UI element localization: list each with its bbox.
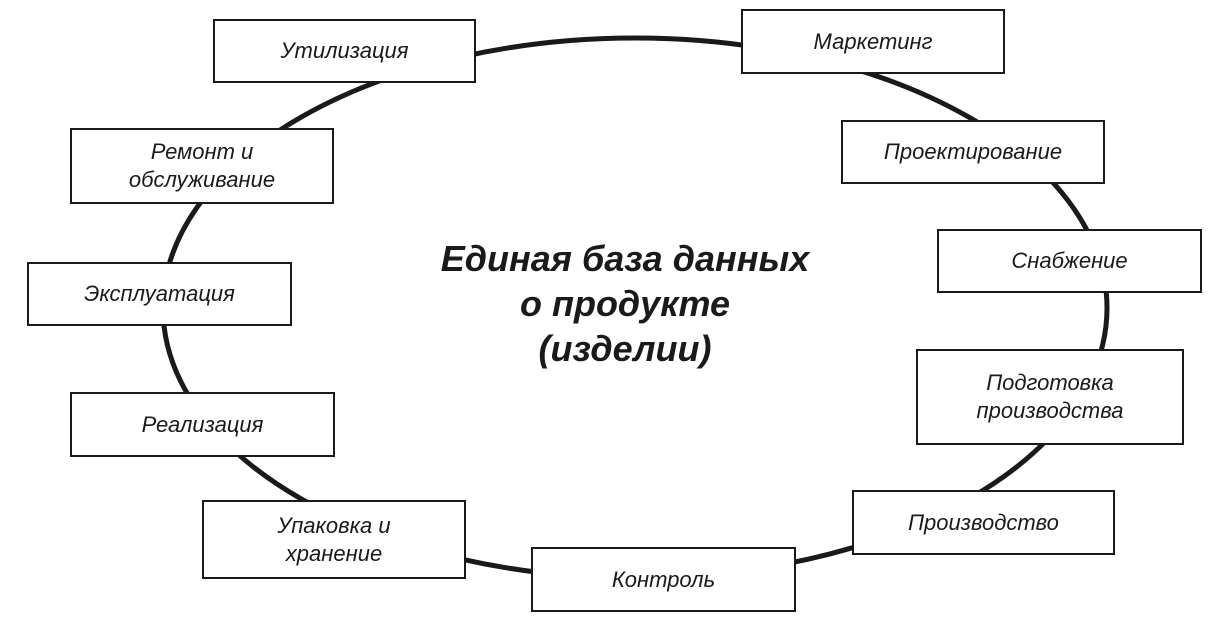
center-title: Единая база данных о продукте (изделии) [405,236,845,371]
stage-label: Снабжение [1011,248,1128,273]
stage-label-line-1: Ремонт и [150,139,254,164]
stage-label: Реализация [141,411,264,437]
center-title-line-1: Единая база данных [440,238,810,279]
stage-label: Эксплуатация [84,281,235,306]
center-title-line-3: (изделии) [538,328,712,369]
stage-box-marketing: Маркетинг [741,9,1005,74]
stage-box-proizvodstvo: Производство [852,490,1115,555]
stage-label: Маркетинг [813,28,933,54]
stage-label: Производство [908,509,1059,535]
stage-box-kontrol: Контроль [531,547,796,612]
stage-label-line-2: хранение [285,540,383,566]
stage-box-realizatsiya: Реализация [70,392,335,457]
stage-label: Утилизация [280,38,409,63]
stage-box-upakovka: Упаковка и хранение [202,500,466,579]
stage-label-group: Ремонт и обслуживание [129,138,275,194]
stage-label-group: Подготовка производства [977,369,1124,425]
stage-box-snabzhenie: Снабжение [937,229,1202,293]
stage-box-utilizatsiya: Утилизация [213,19,476,83]
stage-box-proektirovanie: Проектирование [841,120,1105,184]
center-title-line-2: о продукте [519,283,731,324]
stage-label-line-2: обслуживание [128,167,276,192]
stage-box-ekspluatatsiya: Эксплуатация [27,262,292,326]
stage-label-line-2: производства [976,398,1124,423]
stage-box-remont: Ремонт и обслуживание [70,128,334,204]
stage-label-line-1: Упаковка и [277,512,391,538]
stage-box-podgotovka: Подготовка производства [916,349,1184,445]
stage-label: Проектирование [883,139,1063,164]
stage-label-line-1: Подготовка [986,370,1114,395]
stage-label-group: Упаковка и хранение [277,512,390,568]
stage-label: Контроль [611,566,716,592]
